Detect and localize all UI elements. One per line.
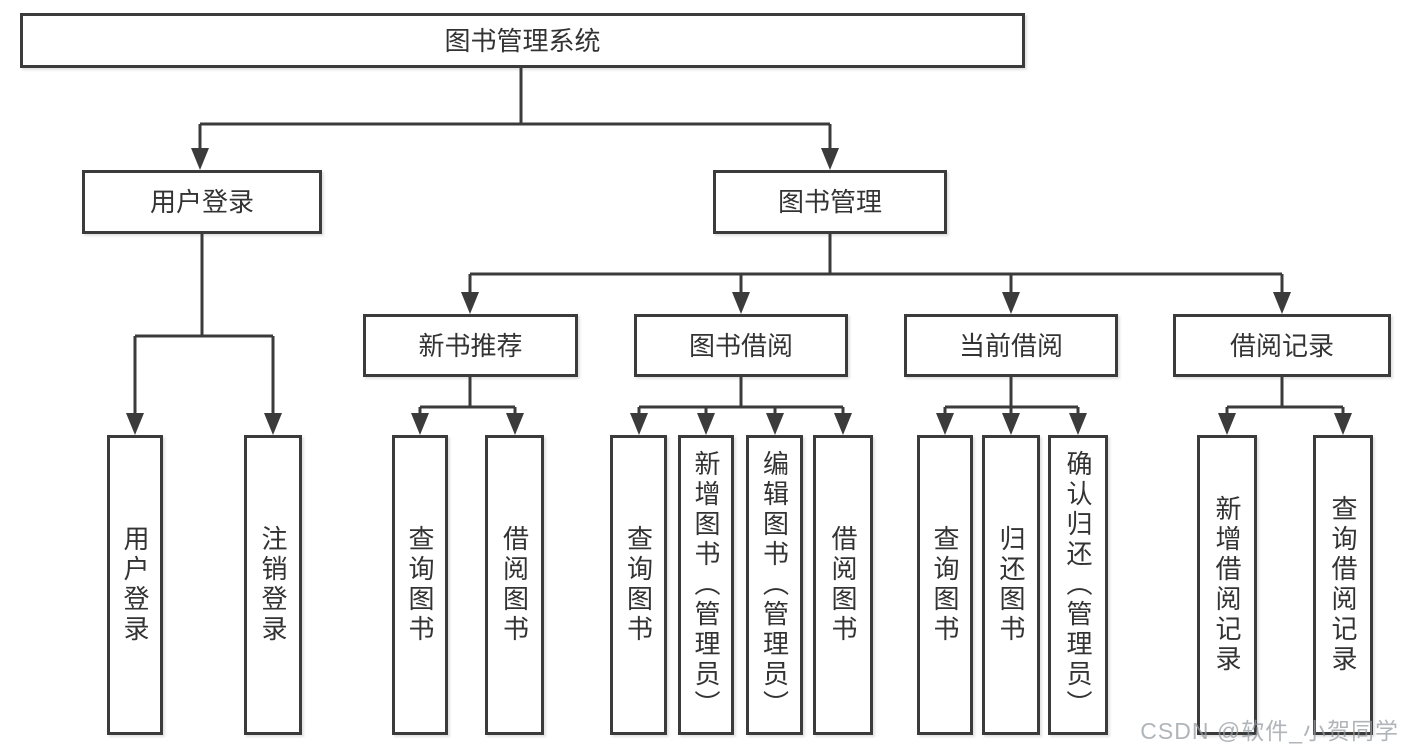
- node-user-login-label: 用户登录: [149, 187, 254, 217]
- leaf-return-book-label: 归还图书: [996, 525, 1026, 645]
- node-library-system: 图书管理系统: [20, 13, 1025, 68]
- leaf-add-borrow-record: 新增借阅记录: [1197, 435, 1257, 735]
- arrowheads: [126, 148, 1352, 435]
- node-user-login: 用户登录: [82, 170, 322, 234]
- leaf-edit-book-admin-label: 编辑图书（管理员）: [759, 450, 790, 720]
- leaf-add-book-admin-label: 新增图书（管理员）: [691, 450, 721, 720]
- leaf-query-borrow-record: 查询借阅记录: [1313, 435, 1373, 735]
- node-borrow-records: 借阅记录: [1173, 314, 1391, 377]
- watermark: CSDN @软件_小贺同学: [1140, 718, 1399, 744]
- connector-book-mgmt-children: [468, 234, 1284, 294]
- leaf-user-login-label: 用户登录: [120, 525, 150, 645]
- leaf-add-book-admin: 新增图书（管理员）: [678, 435, 734, 735]
- node-book-management-label: 图书管理: [777, 187, 882, 217]
- leaf-borrow-books-borrowing-label: 借阅图书: [828, 525, 858, 645]
- leaf-borrow-books-borrowing: 借阅图书: [813, 435, 873, 735]
- leaf-return-book: 归还图书: [982, 435, 1040, 735]
- leaf-query-borrow-record-label: 查询借阅记录: [1328, 495, 1358, 675]
- node-book-management: 图书管理: [713, 170, 947, 234]
- connector-root-to-level2: [198, 68, 832, 150]
- leaf-logout-label: 注销登录: [258, 525, 288, 645]
- node-book-borrowing-label: 图书借阅: [688, 330, 793, 361]
- node-current-borrowing: 当前借阅: [904, 314, 1118, 377]
- connector-book-borrow-children: [637, 377, 845, 415]
- node-current-borrowing-label: 当前借阅: [958, 330, 1063, 361]
- leaf-user-login: 用户登录: [107, 435, 163, 735]
- leaf-confirm-return-admin: 确认归还（管理员）: [1048, 435, 1108, 735]
- leaf-borrow-books-recommend-label: 借阅图书: [499, 525, 530, 645]
- leaf-edit-book-admin: 编辑图书（管理员）: [746, 435, 803, 735]
- leaf-borrow-books-recommend: 借阅图书: [485, 435, 544, 735]
- node-book-borrowing: 图书借阅: [634, 314, 848, 377]
- leaf-query-books-borrowing: 查询图书: [610, 435, 667, 735]
- leaf-query-books-recommend: 查询图书: [392, 435, 448, 735]
- leaf-logout: 注销登录: [244, 435, 302, 735]
- leaf-confirm-return-admin-label: 确认归还（管理员）: [1063, 450, 1093, 720]
- node-new-book-recommend-label: 新书推荐: [418, 330, 523, 361]
- leaf-query-books-current-label: 查询图书: [930, 525, 960, 645]
- connector-new-book-children: [418, 377, 517, 415]
- node-new-book-recommend: 新书推荐: [363, 314, 578, 377]
- leaf-query-books-borrowing-label: 查询图书: [623, 525, 654, 645]
- connector-borrow-records-children: [1225, 377, 1345, 415]
- leaf-query-books-current: 查询图书: [917, 435, 973, 735]
- connector-current-borrow-children: [943, 377, 1080, 415]
- leaf-add-borrow-record-label: 新增借阅记录: [1212, 495, 1242, 675]
- leaf-query-books-recommend-label: 查询图书: [405, 525, 435, 645]
- connector-user-login-children: [133, 234, 275, 415]
- node-library-system-label: 图书管理系统: [444, 25, 601, 56]
- node-borrow-records-label: 借阅记录: [1229, 330, 1334, 361]
